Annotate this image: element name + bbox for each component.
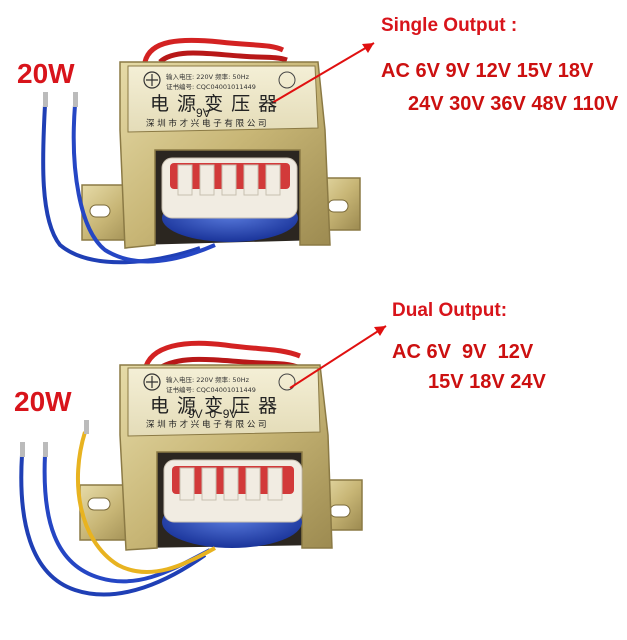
- dual-output-heading: Dual Output:: [392, 300, 508, 321]
- dual-output-line-2: 15V 18V 24V: [428, 371, 546, 393]
- top-wire-tip-1: [43, 92, 48, 107]
- single-output-line-1: AC 6V 9V 12V 15V 18V: [381, 60, 594, 82]
- top-plate-cert: 证书编号: CQC04001011449: [166, 83, 256, 91]
- bottom-plate-spec: 输入电压: 220V 频率: 50Hz: [166, 376, 250, 384]
- top-plate-voltage: 9V: [196, 106, 211, 120]
- top-left-bracket-hole: [89, 204, 111, 218]
- bottom-plate-maker: 深 圳 市 才 兴 电 子 有 限 公 司: [146, 420, 267, 430]
- single-output-heading: Single Output :: [381, 15, 518, 36]
- bottom-bobbin-tab-1: [179, 467, 195, 501]
- bottom-logo-icon: [143, 373, 161, 391]
- top-nameplate: [127, 65, 319, 133]
- top-red-wire-1: [142, 37, 285, 63]
- top-plate-spec: 输入电压: 220V 频率: 50Hz: [166, 73, 250, 81]
- top-logo-icon: [143, 71, 161, 89]
- bottom-right-bracket-hole: [329, 504, 351, 518]
- top-right-bracket-hole: [327, 199, 349, 213]
- top-cert-seal-icon: [278, 71, 296, 89]
- bottom-cert-seal-icon: [278, 373, 296, 391]
- top-bobbin-tab-4: [243, 164, 259, 196]
- bottom-logo-mark: [146, 376, 158, 388]
- bottom-yellow-wire: [75, 431, 216, 575]
- top-plate-maker: 深 圳 市 才 兴 电 子 有 限 公 司: [146, 119, 267, 129]
- bottom-wire-tip-2: [43, 442, 48, 457]
- bottom-arrow: [289, 325, 387, 389]
- bottom-blue-wire-1: [19, 454, 207, 597]
- bottom-plate-title: 电 源 变 压 器: [150, 395, 279, 417]
- top-bobbin-tab-3: [221, 164, 237, 196]
- top-blue-wire-2: [71, 104, 216, 264]
- top-plate-title: 电 源 变 压 器: [150, 93, 279, 115]
- bottom-bobbin-tab-3: [223, 467, 239, 501]
- top-bobbin-tab-2: [199, 164, 215, 196]
- top-wire-tip-2: [73, 92, 78, 107]
- bottom-left-bracket-hole: [87, 497, 111, 511]
- bottom-bobbin-tab-2: [201, 467, 217, 501]
- dual-output-line-1: AC 6V 9V 12V: [392, 341, 534, 363]
- single-output-line-2: 24V 30V 36V 48V 110V: [408, 93, 619, 115]
- bottom-transformer: [19, 340, 363, 597]
- bottom-nameplate: [127, 367, 321, 437]
- top-bobbin-tab-1: [177, 164, 193, 196]
- top-red-wire-2: [158, 50, 288, 64]
- top-transformer: [41, 37, 361, 265]
- bottom-power-label: 20W: [14, 386, 72, 417]
- bottom-wire-tip-1: [20, 442, 25, 457]
- top-logo-mark: [146, 74, 158, 86]
- top-arrow: [271, 42, 375, 104]
- bottom-bobbin-tab-4: [245, 467, 261, 501]
- bottom-plate-cert: 证书编号: CQC04001011449: [166, 386, 256, 394]
- bottom-bobbin-tab-5: [267, 467, 283, 501]
- bottom-plate-voltage: 9V 0 9V: [188, 407, 238, 421]
- bottom-wire-tip-3: [84, 420, 89, 434]
- top-bobbin-tab-5: [265, 164, 281, 196]
- bottom-red-wire-1: [142, 340, 301, 371]
- top-power-label: 20W: [17, 58, 75, 89]
